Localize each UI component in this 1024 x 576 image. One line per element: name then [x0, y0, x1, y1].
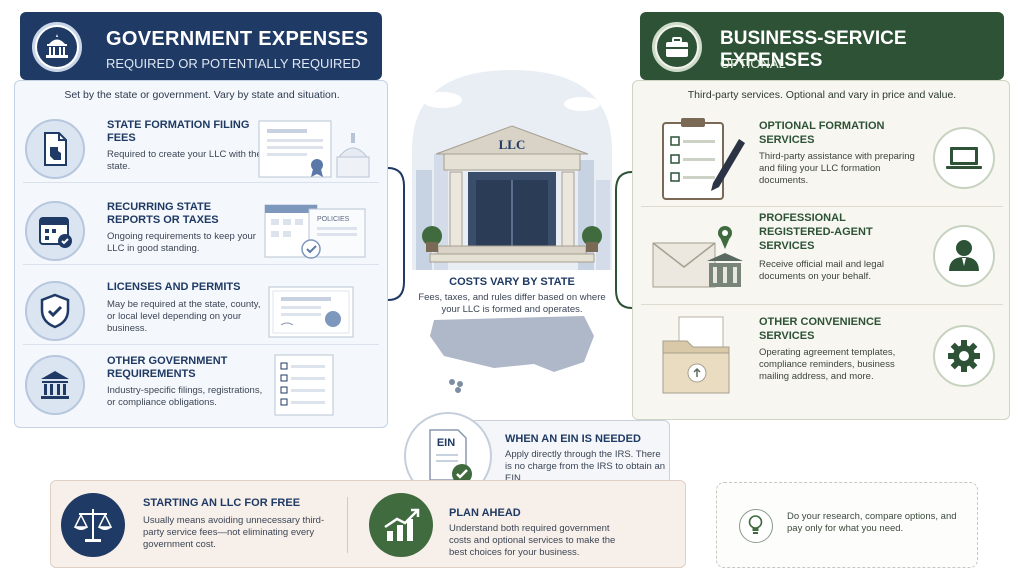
ein-badge: EIN [437, 437, 455, 449]
plan-ahead-desc: Understand both required government cost… [449, 523, 616, 558]
growth-chart-icon [369, 493, 433, 557]
government-expenses-header: GOVERNMENT EXPENSES REQUIRED OR POTENTIA… [20, 12, 382, 80]
license-certificate-illustration [255, 279, 373, 343]
biz-item-convenience-services: OTHER CONVENIENCE SERVICES Operating agr… [641, 307, 1003, 405]
right-connector [615, 171, 633, 309]
gov-item-title: OTHER GOVERNMENT REQUIREMENTS [107, 355, 228, 380]
biz-item-formation-services: OPTIONAL FORMATION SERVICES Third-party … [641, 109, 1003, 207]
government-intro: Set by the state or government. Vary by … [64, 89, 340, 101]
gov-item-desc: Ongoing requirements to keep your LLC in… [107, 231, 256, 254]
bottom-divider [347, 497, 348, 553]
gov-item-formation-fees: STATE FORMATION FILING FEES Required to … [23, 115, 379, 183]
government-panel: Set by the state or government. Vary by … [14, 80, 388, 428]
business-intro: Third-party services. Optional and vary … [687, 89, 957, 101]
gov-item-title: RECURRING STATE REPORTS OR TAXES [107, 201, 219, 226]
center-llc-graphic: LLC [392, 60, 632, 400]
calendar-check-icon [25, 201, 85, 261]
gov-item-desc: May be required at the state, county, or… [107, 299, 261, 334]
costs-vary-title: COSTS VARY BY STATE [449, 276, 575, 288]
tip-text: Do your research, compare options, and p… [787, 511, 957, 534]
biz-item-title: OTHER CONVENIENCE SERVICES [759, 316, 882, 342]
document-map-icon [25, 119, 85, 179]
costs-vary-desc: Fees, taxes, and rules differ based on w… [418, 292, 606, 315]
policies-calendar-illustration: POLICIES [255, 199, 373, 263]
government-subtitle: REQUIRED OR POTENTIALLY REQUIRED [106, 56, 361, 71]
biz-item-registered-agent: PROFESSIONAL REGISTERED-AGENT SERVICES R… [641, 207, 1003, 305]
gear-icon [933, 325, 995, 387]
business-expenses-header: BUSINESS-SERVICE EXPENSES OPTIONAL [640, 12, 1004, 80]
ein-desc: Apply directly through the IRS. There is… [505, 449, 666, 484]
shield-check-icon [25, 281, 85, 341]
gov-item-title: STATE FORMATION FILING FEES [107, 119, 250, 144]
clipboard-pen-illustration [649, 115, 753, 201]
government-building-icon [25, 355, 85, 415]
laptop-icon [933, 127, 995, 189]
folder-cloud-illustration [649, 313, 753, 399]
gov-item-recurring-reports: RECURRING STATE REPORTS OR TAXES Ongoing… [23, 197, 379, 265]
biz-item-desc: Third-party assistance with preparing an… [759, 151, 915, 186]
checklist-illustration [255, 353, 373, 417]
biz-item-title: PROFESSIONAL REGISTERED-AGENT SERVICES [759, 212, 873, 252]
biz-item-desc: Operating agreement templates, complianc… [759, 347, 896, 382]
person-icon [933, 225, 995, 287]
biz-item-title: OPTIONAL FORMATION SERVICES [759, 120, 885, 146]
ein-title: WHEN AN EIN IS NEEDED [505, 433, 641, 445]
envelope-building-illustration [649, 213, 753, 299]
free-llc-title: STARTING AN LLC FOR FREE [143, 497, 301, 509]
government-title: GOVERNMENT EXPENSES [106, 28, 369, 50]
business-subtitle: OPTIONAL [720, 56, 786, 71]
certificate-capitol-illustration [255, 117, 373, 181]
business-panel: Third-party services. Optional and vary … [632, 80, 1010, 420]
gov-item-desc: Industry-specific filings, registrations… [107, 385, 263, 408]
scales-icon [61, 493, 125, 557]
biz-item-desc: Receive official mail and legal document… [759, 259, 884, 282]
gov-item-other-requirements: OTHER GOVERNMENT REQUIREMENTS Industry-s… [23, 351, 379, 419]
bottom-summary-box: STARTING AN LLC FOR FREE Usually means a… [50, 480, 686, 568]
left-connector [387, 167, 405, 301]
tip-box: Do your research, compare options, and p… [716, 482, 978, 568]
gov-item-title: LICENSES AND PERMITS [107, 281, 241, 293]
lightbulb-icon [739, 509, 773, 543]
capitol-icon [32, 22, 82, 72]
plan-ahead-title: PLAN AHEAD [449, 507, 521, 519]
policies-label: POLICIES [317, 216, 350, 223]
gov-item-licenses: LICENSES AND PERMITS May be required at … [23, 277, 379, 345]
free-llc-desc: Usually means avoiding unnecessary third… [143, 515, 325, 550]
gov-item-desc: Required to create your LLC with the sta… [107, 149, 262, 172]
briefcase-icon [652, 22, 702, 72]
llc-building-label: LLC [499, 137, 526, 152]
business-title: BUSINESS-SERVICE EXPENSES [720, 28, 907, 71]
